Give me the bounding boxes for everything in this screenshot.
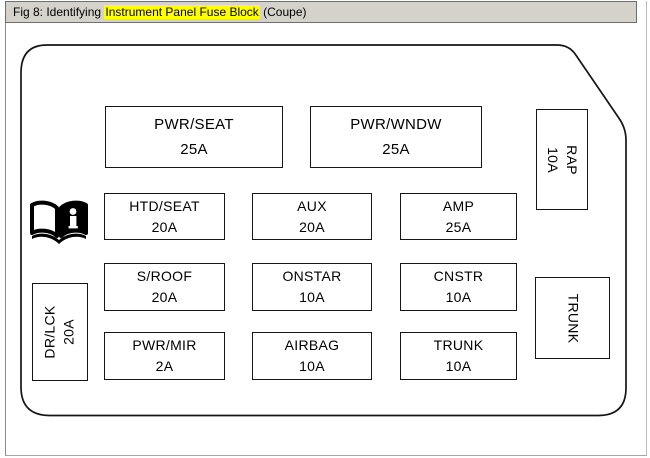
figure-title-bar: Fig 8: Identifying Instrument Panel Fuse…	[5, 1, 637, 23]
fuse-amperage: 10A	[545, 146, 561, 173]
fuse-label: AIRBAG	[284, 337, 340, 353]
fuse-amperage: 20A	[151, 218, 178, 235]
fuse-amperage: 20A	[151, 289, 178, 305]
fuse-label: PWR/SEAT	[154, 116, 234, 133]
fuse-label: ONSTAR	[282, 268, 342, 284]
fuse-label: AMP	[442, 197, 475, 214]
fuse-amperage: 20A	[299, 218, 325, 235]
fuse-trunk-side: TRUNK	[535, 277, 610, 359]
fuse-label: CNSTR	[433, 268, 484, 284]
figure-title-prefix: Fig 8: Identifying	[13, 5, 105, 19]
fuse-aux: AUX 20A	[252, 193, 372, 240]
fuse-amperage: 10A	[445, 358, 472, 374]
figure-title-suffix: (Coupe)	[259, 5, 307, 19]
fuse-label: PWR/WNDW	[350, 116, 442, 133]
fuse-cnstr: CNSTR 10A	[400, 263, 517, 311]
fuse-airbag: AIRBAG 10A	[252, 332, 372, 380]
fuse-pwr-mir: PWR/MIR 2A	[104, 332, 225, 380]
fuse-amperage: 10A	[299, 358, 325, 374]
fuse-amperage: 25A	[382, 141, 410, 158]
fuse-trunk-center: TRUNK 10A	[400, 332, 517, 380]
fuse-dr-lck: DR/LCK 20A	[32, 283, 88, 381]
fuse-amperage: 10A	[445, 289, 472, 305]
fuse-amperage: 20A	[61, 319, 77, 345]
fuse-amperage: 2A	[155, 358, 174, 374]
fuse-pwr-seat: PWR/SEAT 25A	[105, 106, 283, 168]
fuse-label: TRUNK	[433, 337, 484, 353]
fuse-label: HTD/SEAT	[129, 197, 200, 214]
fuse-label: PWR/MIR	[132, 337, 197, 353]
fuse-s-roof: S/ROOF 20A	[104, 263, 225, 311]
fuse-htd-seat: HTD/SEAT 20A	[104, 193, 225, 240]
fuse-label: AUX	[297, 197, 327, 214]
fuse-label: RAP	[564, 144, 580, 175]
fuse-label: S/ROOF	[136, 268, 193, 284]
fuse-amperage: 10A	[299, 289, 325, 305]
fuse-amp: AMP 25A	[400, 193, 517, 240]
fuse-label: TRUNK	[564, 293, 581, 343]
fuse-rap: RAP 10A	[536, 109, 588, 210]
owners-manual-book-icon	[30, 200, 88, 244]
fuse-label: DR/LCK	[42, 305, 58, 359]
fuse-pwr-wndw: PWR/WNDW 25A	[310, 106, 482, 168]
figure-title-highlight: Instrument Panel Fuse Block	[104, 5, 260, 19]
fuse-onstar: ONSTAR 10A	[252, 263, 372, 311]
fuse-amperage: 25A	[445, 218, 472, 235]
fuse-amperage: 25A	[180, 141, 208, 158]
